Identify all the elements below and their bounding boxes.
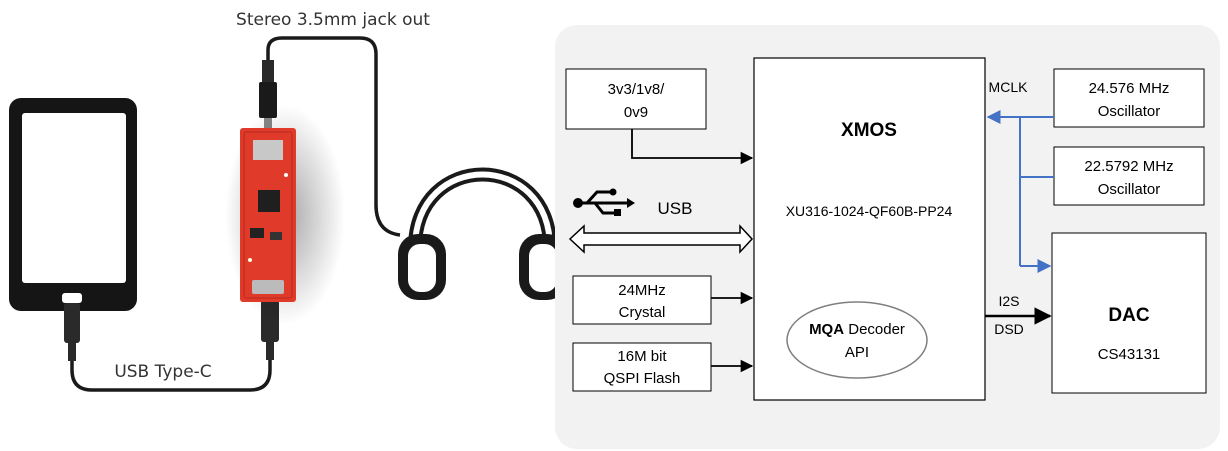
oscillator-225792-label: Oscillator (1098, 181, 1161, 198)
mqa-decoder-label: MQA Decoder (809, 321, 905, 338)
flash-line1: 16M bit (617, 348, 667, 365)
xmos-title: XMOS (841, 120, 897, 141)
xmos-part-number: XU316-1024-QF60B-PP24 (786, 203, 953, 219)
crystal-line2: Crystal (619, 304, 666, 321)
jack-out-label: Stereo 3.5mm jack out (236, 10, 430, 30)
smartphone (9, 98, 137, 311)
mqa-bold-text: MQA (809, 321, 844, 338)
headphone-cable (266, 36, 401, 237)
flash-line2: QSPI Flash (604, 370, 681, 387)
mqa-api-label: API (845, 344, 869, 361)
oscillator-225792-freq: 22.5792 MHz (1084, 158, 1173, 175)
oscillator-225792-box (1053, 146, 1205, 206)
mqa-decoder-ellipse (786, 301, 928, 379)
usb-icon (573, 188, 635, 216)
dsd-label: DSD (994, 321, 1024, 337)
dac-title: DAC (1108, 305, 1149, 326)
hardware-illustration: Stereo 3.5mm jack out USB Type-C (9, 10, 567, 392)
block-diagram: XMOS XU316-1024-QF60B-PP24 MQA Decoder A… (555, 25, 1220, 449)
usb-c-connector-phone (64, 303, 80, 361)
crystal-box (572, 275, 712, 325)
crystal-line1: 24MHz (618, 282, 666, 299)
oscillator-24576-label: Oscillator (1098, 103, 1161, 120)
power-rails-box (565, 68, 707, 130)
i2s-label: I2S (998, 293, 1019, 309)
headphones (398, 167, 567, 300)
oscillator-24576-freq: 24.576 MHz (1089, 80, 1170, 97)
usb-label: USB (658, 199, 693, 218)
power-rails-line1: 3v3/1v8/ (608, 81, 666, 98)
mqa-decoder-text: Decoder (844, 321, 905, 338)
dac-part-number: CS43131 (1098, 346, 1161, 363)
usb-bidirectional-arrow (568, 224, 754, 254)
oscillator-24576-box (1053, 68, 1205, 128)
mclk-lines (986, 110, 1054, 273)
power-arrow (631, 129, 754, 165)
usb-c-cable (70, 310, 272, 392)
power-rails-line2: 0v9 (624, 104, 648, 121)
usb-type-c-label: USB Type-C (114, 362, 211, 382)
xmos-dev-board (240, 128, 296, 302)
dac-box (1051, 232, 1207, 394)
flash-box (572, 342, 712, 392)
mclk-label: MCLK (989, 79, 1029, 95)
